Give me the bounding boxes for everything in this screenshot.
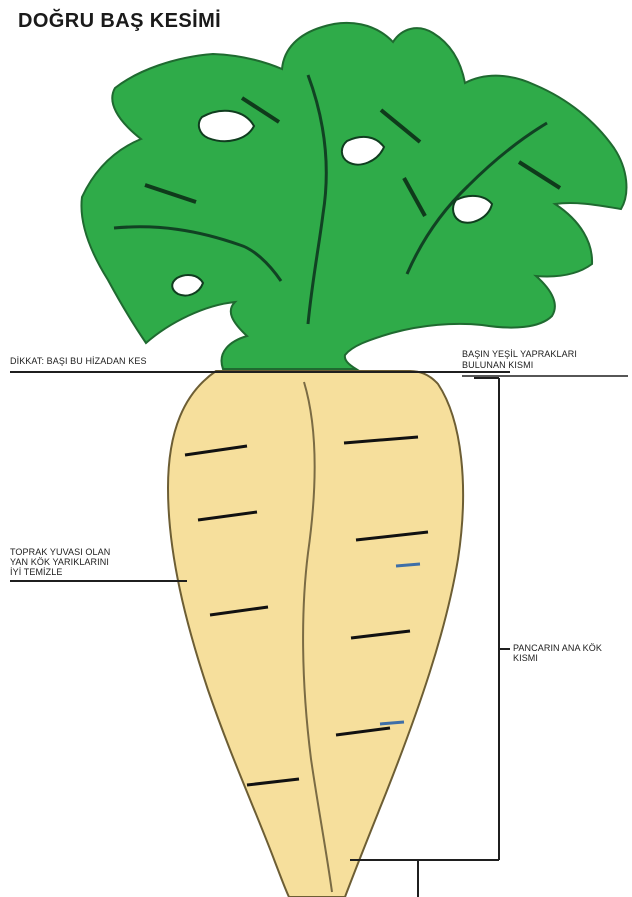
root-label-line2: KISMI [513,653,538,663]
green-part-label-line1: BAŞIN YEŞİL YAPRAKLARI [462,349,577,359]
green-part-label-line2: BULUNAN KISMI [462,360,533,370]
soil-label-line1: TOPRAK YUVASI OLAN [10,547,110,557]
beet-blue-fleck-2 [380,722,404,724]
diagram-title: DOĞRU BAŞ KESİMİ [18,10,221,33]
caution-label: DİKKAT: BAŞI BU HİZADAN KES [10,356,147,366]
root-label-line1: PANCARIN ANA KÖK [513,643,602,653]
leaf-cluster [81,23,626,369]
soil-label-line3: İYİ TEMİZLE [10,567,62,577]
beet-blue-fleck-1 [396,564,420,566]
leaf-mass [81,23,626,369]
soil-label-line2: YAN KÖK YARIKLARINI [10,557,109,567]
beet-root [168,371,463,897]
